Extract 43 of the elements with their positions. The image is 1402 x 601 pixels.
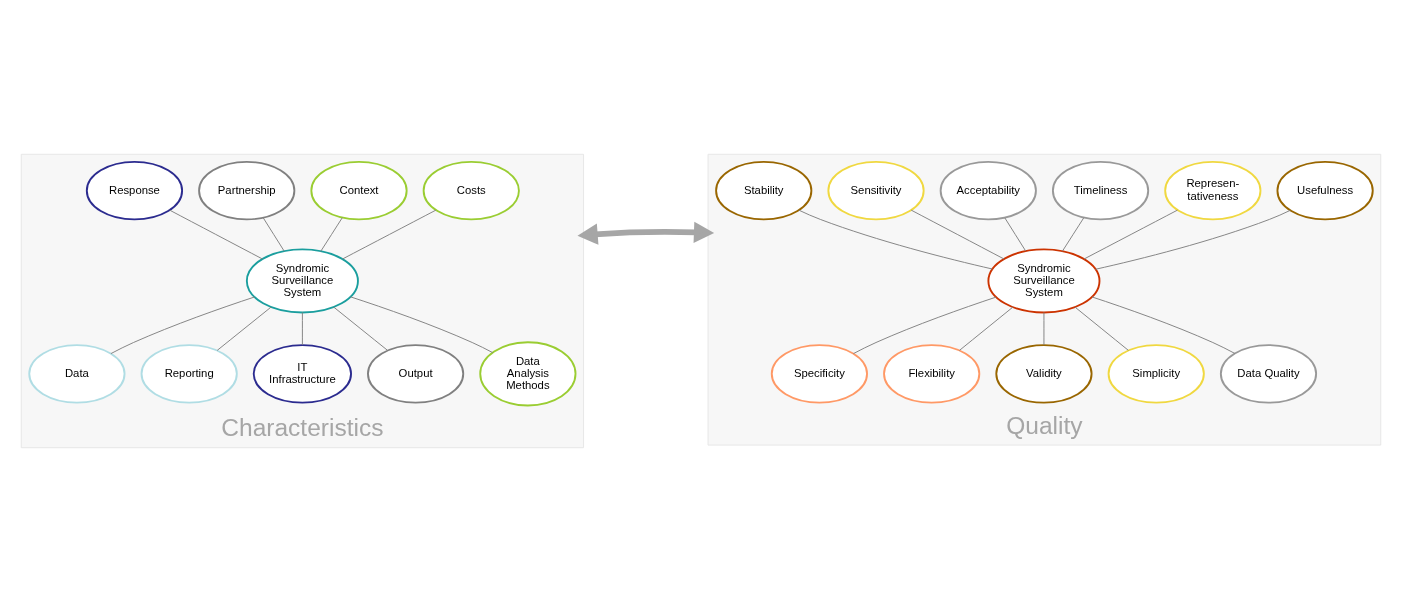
connector bbox=[798, 209, 993, 269]
node-ellipse: Simplicity bbox=[1107, 343, 1205, 404]
connector bbox=[910, 209, 1005, 259]
connector bbox=[169, 209, 263, 259]
connector bbox=[333, 306, 389, 351]
connector bbox=[1091, 295, 1236, 354]
node-ellipse: Data bbox=[28, 343, 126, 404]
connector bbox=[1074, 306, 1129, 351]
connector bbox=[110, 295, 256, 354]
connector bbox=[320, 216, 343, 252]
connector bbox=[301, 311, 303, 346]
connector bbox=[852, 296, 997, 354]
connector bbox=[1043, 311, 1045, 346]
connector bbox=[1083, 209, 1178, 259]
node-ellipse: Partnership bbox=[198, 160, 296, 220]
node-ellipse: Usefulness bbox=[1276, 160, 1374, 220]
node-ellipse: Syndromic Surveillance System bbox=[245, 247, 359, 313]
connector bbox=[959, 306, 1014, 351]
connector bbox=[262, 216, 285, 252]
connector bbox=[1095, 209, 1291, 270]
node-ellipse: Data Analysis Methods bbox=[479, 340, 577, 406]
node-ellipse: Timeliness bbox=[1051, 160, 1150, 220]
node-ellipse: Sensitivity bbox=[827, 160, 925, 220]
connector bbox=[349, 295, 494, 353]
connector bbox=[216, 306, 272, 351]
arrow bbox=[577, 221, 715, 245]
connector bbox=[342, 209, 437, 259]
connector bbox=[1004, 216, 1027, 252]
node-ellipse: Output bbox=[367, 343, 465, 404]
node-ellipse: Validity bbox=[995, 343, 1093, 404]
node-ellipse: Response bbox=[85, 160, 184, 220]
node-ellipse: Costs bbox=[422, 160, 520, 220]
node-ellipse: IT Infrastructure bbox=[252, 343, 352, 404]
connector bbox=[1061, 216, 1085, 252]
node-ellipse: Reporting bbox=[140, 343, 238, 404]
node-ellipse: Syndromic Surveillance System bbox=[987, 247, 1101, 313]
node-ellipse: Specificity bbox=[770, 343, 868, 404]
node-ellipse: Stability bbox=[715, 160, 813, 220]
node-ellipse: Represen- tativeness bbox=[1164, 160, 1262, 220]
node-ellipse: Context bbox=[310, 160, 408, 220]
node-ellipse: Acceptability bbox=[939, 160, 1037, 220]
node-ellipse: Flexibility bbox=[883, 343, 981, 404]
node-ellipse: Data Quality bbox=[1219, 343, 1318, 404]
